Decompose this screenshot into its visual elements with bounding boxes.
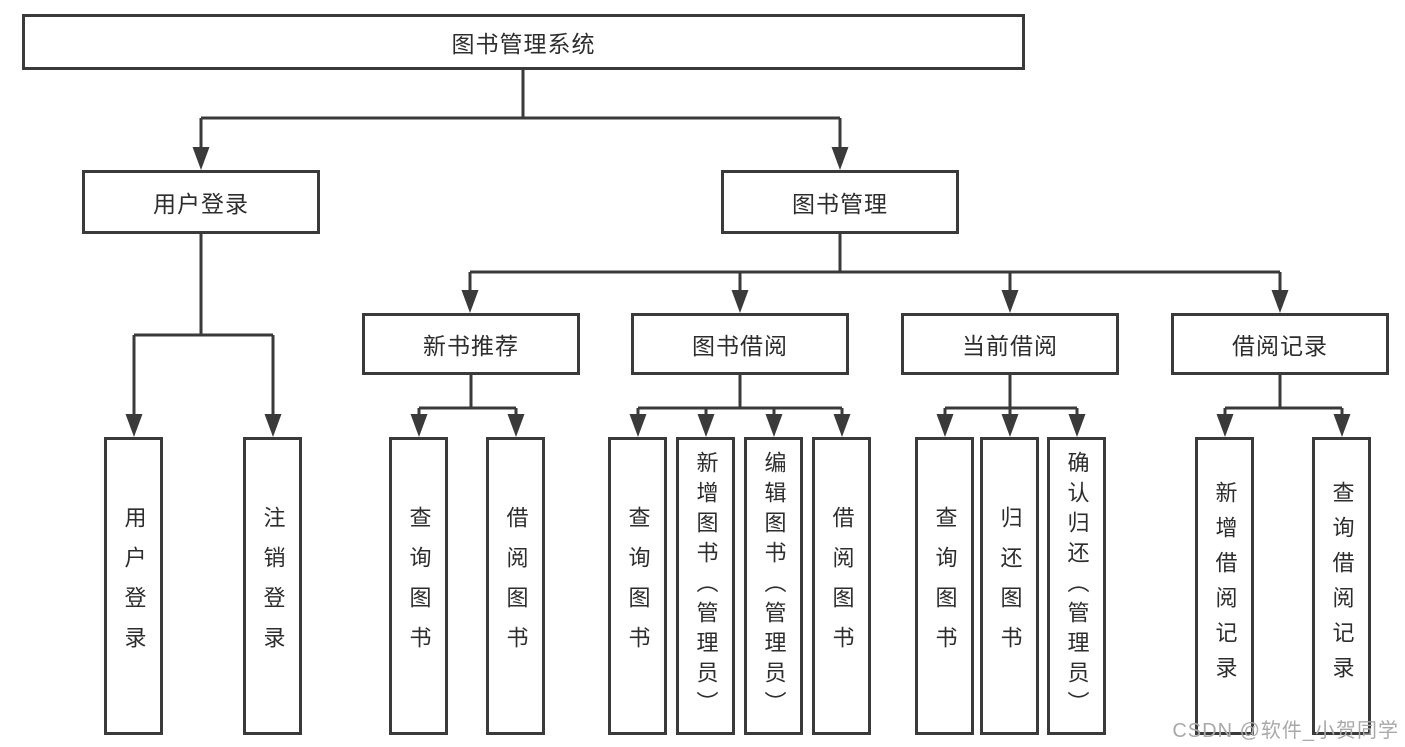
- node-new-book-recommend: 新书推荐: [362, 313, 580, 375]
- leaf-query-books-current: 查询图书: [915, 437, 974, 735]
- node-book-management: 图书管理: [721, 170, 959, 234]
- node-book-borrow: 图书借阅: [631, 313, 849, 375]
- leaf-confirm-return-admin: 确认归还（管理员）: [1047, 437, 1106, 735]
- leaf-query-books-borrow: 查询图书: [608, 437, 667, 735]
- leaf-add-books-admin: 新增图书（管理员）: [676, 437, 735, 735]
- csdn-watermark: CSDN @软件_小贺同学: [1172, 720, 1399, 742]
- node-user-login: 用户登录: [82, 170, 320, 234]
- leaf-query-books-recommend: 查询图书: [389, 437, 448, 735]
- leaf-borrow-books: 借阅图书: [812, 437, 871, 735]
- leaf-borrow-books-recommend: 借阅图书: [486, 437, 545, 735]
- leaf-logout: 注销登录: [243, 437, 302, 735]
- leaf-user-login: 用户登录: [104, 437, 163, 735]
- node-current-borrow: 当前借阅: [901, 313, 1119, 375]
- node-library-system: 图书管理系统: [22, 14, 1025, 70]
- leaf-query-borrow-record: 查询借阅记录: [1312, 437, 1371, 735]
- leaf-add-borrow-record: 新增借阅记录: [1195, 437, 1254, 735]
- leaf-edit-books-admin: 编辑图书（管理员）: [744, 437, 803, 735]
- node-borrow-records: 借阅记录: [1171, 313, 1389, 375]
- leaf-return-books: 归还图书: [980, 437, 1039, 735]
